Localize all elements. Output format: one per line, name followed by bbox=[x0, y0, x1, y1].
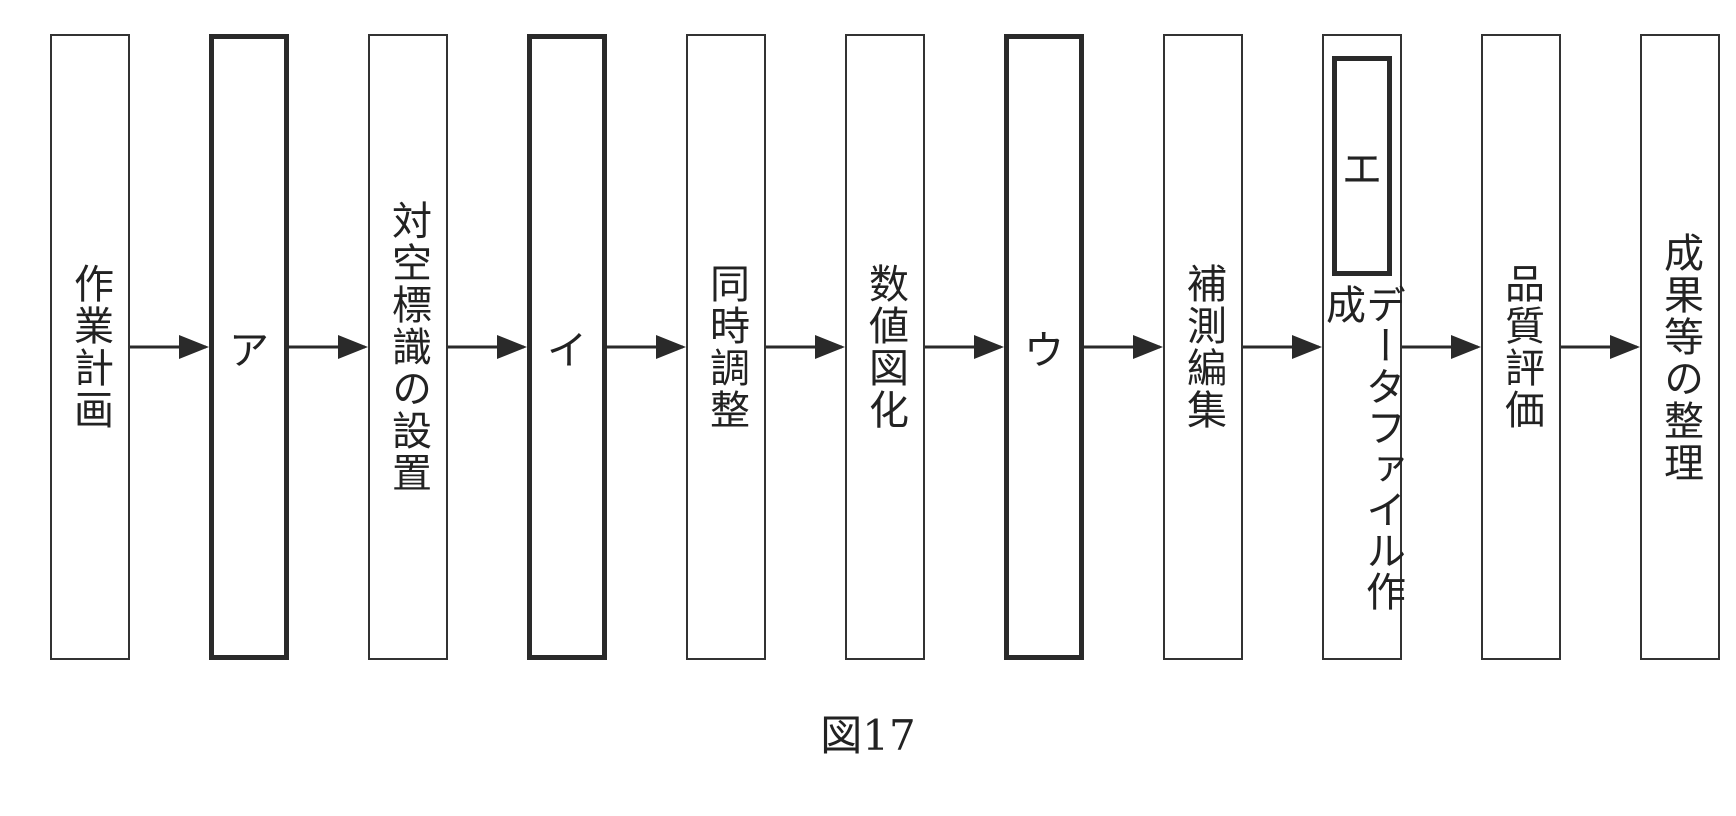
blank-label: ア bbox=[229, 328, 269, 374]
step-label: 品質評価 bbox=[1498, 263, 1544, 431]
step-label: 補測編集 bbox=[1180, 263, 1226, 431]
blank-box-a: ア bbox=[209, 34, 289, 660]
blank-label: ウ bbox=[1024, 328, 1064, 374]
blank-label: イ bbox=[547, 328, 587, 374]
step-box-doji-chosei: 同時調整 bbox=[686, 34, 766, 660]
step-box-hinshitsu-hyoka: 品質評価 bbox=[1481, 34, 1561, 660]
step-label: 同時調整 bbox=[703, 263, 749, 431]
step-label: データファイル作成 bbox=[1319, 284, 1405, 612]
step-box-data-file: エ データファイル作成 bbox=[1319, 34, 1405, 660]
step-label: 数値図化 bbox=[862, 263, 908, 431]
step-box-taiku-hyoshiki: 対空標識の設置 bbox=[368, 34, 448, 660]
step-label: 対空標識の設置 bbox=[385, 200, 431, 494]
step-box-sakugyo-keikaku: 作業計画 bbox=[50, 34, 130, 660]
step-box-suchi-zuka: 数値図化 bbox=[845, 34, 925, 660]
step-box-hosoku-henshu: 補測編集 bbox=[1163, 34, 1243, 660]
blank-box-e: エ bbox=[1332, 56, 1392, 276]
blank-box-u: ウ bbox=[1004, 34, 1084, 660]
step-label: 作業計画 bbox=[67, 263, 113, 431]
figure-caption: 図17 bbox=[820, 711, 916, 760]
blank-label: エ bbox=[1342, 147, 1382, 193]
step-box-seika-seiri: 成果等の整理 bbox=[1640, 34, 1720, 660]
step-label: 成果等の整理 bbox=[1657, 232, 1703, 484]
blank-box-i: イ bbox=[527, 34, 607, 660]
